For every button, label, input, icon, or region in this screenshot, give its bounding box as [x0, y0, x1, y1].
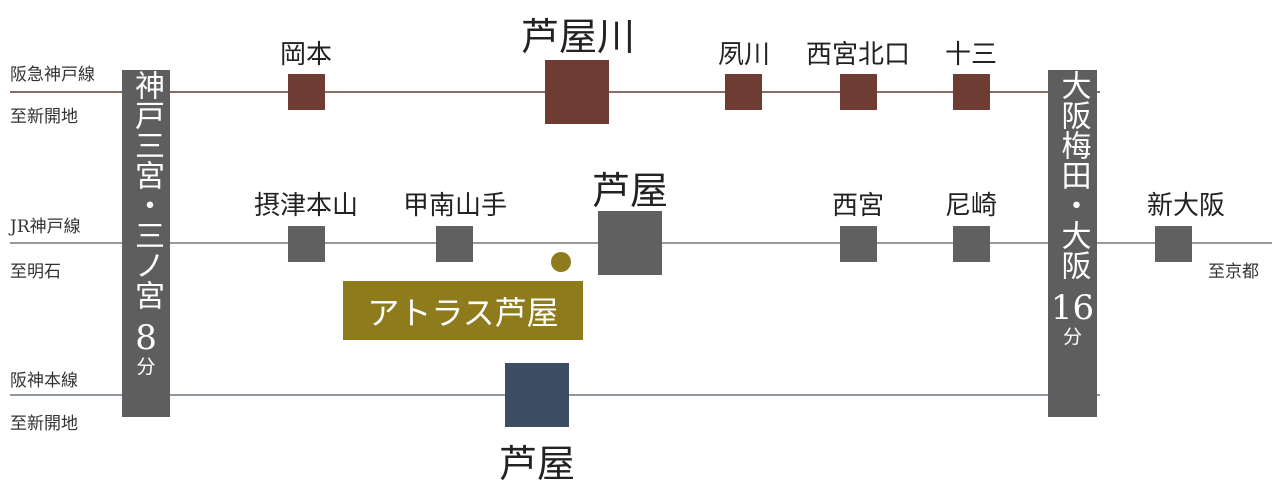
jr-direction: 至明石 — [10, 262, 61, 282]
station-label-nishinomiya-kitaguchi: 西宮北口 — [805, 40, 911, 70]
station-label-juso: 十三 — [944, 40, 998, 70]
hankyu-direction: 至新開地 — [10, 107, 78, 127]
station-marker-konan-yamate — [436, 226, 473, 262]
hanshin-line-label: 阪神本線 — [10, 371, 78, 391]
station-label-konan-yamate: 甲南山手 — [402, 191, 508, 221]
station-marker-ashiyagawa — [545, 60, 609, 124]
station-marker-jr-ashiya — [598, 211, 662, 275]
station-label-shukugawa: 夙川 — [717, 40, 771, 70]
terminal-name: 大阪梅田・大阪 — [1055, 70, 1091, 280]
station-marker-settsu-motoyama — [288, 226, 325, 262]
minutes-unit: 分 — [136, 356, 156, 378]
station-marker-okamoto — [288, 74, 325, 110]
jr-line-label: JR神戸線 — [10, 217, 81, 237]
station-marker-nishinomiya-kitaguchi — [840, 74, 877, 110]
station-marker-nishinomiya — [840, 226, 877, 262]
station-label-ashiyagawa: 芦屋川 — [520, 15, 636, 59]
travel-minutes: 8 — [135, 318, 157, 358]
station-label-jr-ashiya: 芦屋 — [591, 169, 669, 213]
station-marker-hanshin-ashiya — [505, 363, 569, 427]
terminal-name: 神戸三宮・三ノ宮 — [129, 70, 164, 310]
station-marker-shin-osaka — [1155, 226, 1192, 262]
station-label-shin-osaka: 新大阪 — [1146, 191, 1226, 221]
terminal-kobe-sannomiya: 神戸三宮・三ノ宮 8 分 — [122, 70, 170, 417]
station-marker-amagasaki — [953, 226, 990, 262]
property-label-box: アトラス芦屋 — [343, 281, 583, 340]
hankyu-line — [10, 91, 1050, 93]
minutes-unit: 分 — [1063, 326, 1083, 348]
hanshin-direction: 至新開地 — [10, 414, 78, 434]
property-location-dot — [551, 252, 571, 272]
station-marker-shukugawa — [725, 74, 762, 110]
terminal-osaka-umeda: 大阪梅田・大阪 16 分 — [1048, 70, 1097, 417]
station-marker-juso — [953, 74, 990, 110]
property-name: アトラス芦屋 — [367, 293, 559, 332]
station-label-nishinomiya: 西宮 — [831, 191, 885, 221]
jr-direction-east: 至京都 — [1208, 262, 1259, 282]
travel-minutes: 16 — [1050, 288, 1095, 328]
station-label-settsu-motoyama: 摂津本山 — [253, 191, 359, 221]
station-label-hanshin-ashiya: 芦屋 — [498, 442, 576, 486]
station-label-amagasaki: 尼崎 — [944, 191, 998, 221]
station-label-okamoto: 岡本 — [279, 40, 333, 70]
hankyu-line-label: 阪急神戸線 — [10, 65, 95, 85]
